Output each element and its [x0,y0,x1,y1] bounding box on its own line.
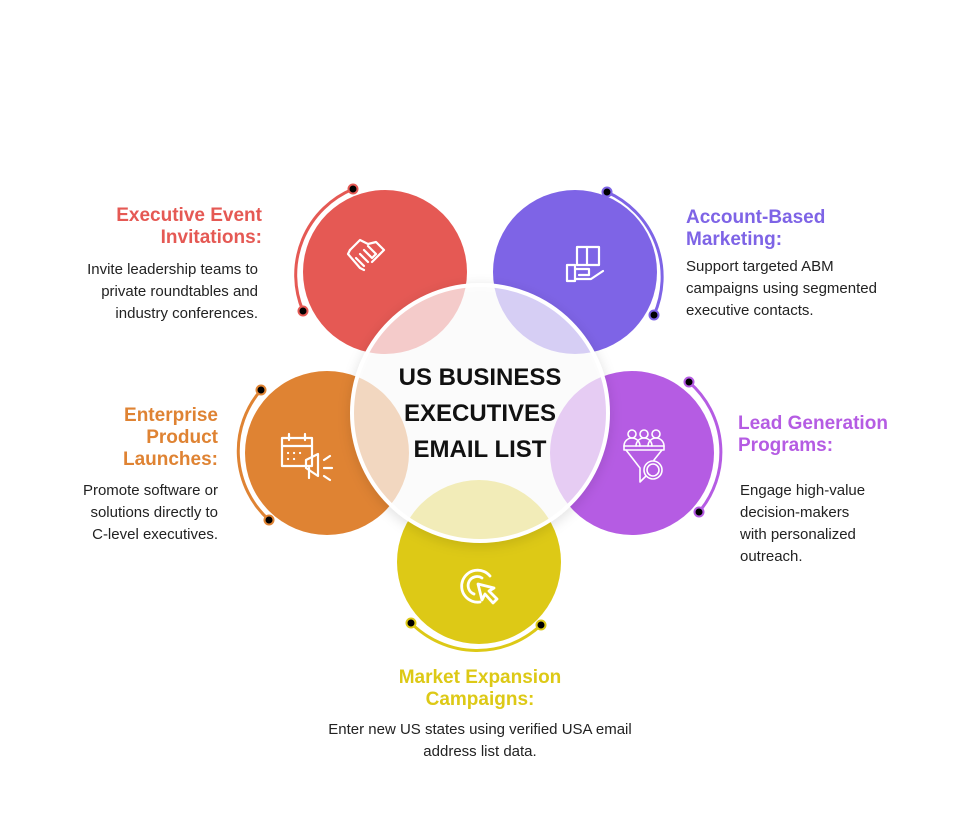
dot [648,309,660,321]
title-line: US BUSINESS [398,364,562,391]
text-line: private roundtables and [101,283,258,300]
dot [405,617,417,629]
lead-gen-text: Engage high-value decision-makers with p… [740,480,940,568]
hand-box-icon [565,245,605,283]
arc-red [294,187,354,312]
text-line: Support targeted ABM [686,258,834,275]
text-line: outreach. [740,548,803,565]
dot [297,305,309,317]
heading-line: Invitations: [160,227,262,248]
market-expansion-heading: Market Expansion Campaigns: [330,667,630,711]
text-line: industry conferences. [115,305,258,322]
executive-event-text: Invite leadership teams to private round… [40,259,258,325]
dot [693,506,705,518]
abm-text: Support targeted ABM campaigns using seg… [686,256,926,322]
text-line: C-level executives. [92,526,218,543]
dot [263,514,275,526]
text-line: Promote software or [82,482,218,499]
title-line: EXECUTIVES [403,400,557,427]
heading-line: Enterprise [124,405,218,426]
lead-gen-heading: Lead Generation Programs: [738,413,938,457]
market-expansion-text: Enter new US states using verified USA e… [290,719,670,763]
heading-line: Executive Event [116,205,262,226]
arc-violet [688,380,723,513]
funnel-people-icon [623,429,665,483]
heading-line: Marketing: [686,229,783,250]
text-line: with personalized [740,526,856,543]
text-line: campaigns using segmented [686,280,877,297]
text-line: solutions directly to [90,504,218,521]
text-line: decision-makers [740,504,850,521]
handshake-icon [346,238,386,272]
center-title: US BUSINESS EXECUTIVES EMAIL LIST [360,360,600,468]
heading-line: Programs: [738,435,834,456]
dot [347,183,359,195]
text-line: Engage high-value [740,482,866,499]
dot [255,384,267,396]
text-line: Invite leadership teams to [87,261,258,278]
heading-line: Market Expansion [398,667,562,688]
heading-line: Product [146,427,218,448]
arc-purple [606,190,664,316]
enterprise-launch-heading: Enterprise Product Launches: [60,405,218,471]
dot [601,186,613,198]
dot [535,619,547,631]
enterprise-launch-text: Promote software or solutions directly t… [30,480,218,546]
heading-line: Lead Generation [738,413,888,434]
title-line: EMAIL LIST [413,436,547,463]
executive-event-heading: Executive Event Invitations: [60,205,262,249]
text-line: Enter new US states using verified USA e… [328,721,632,738]
text-line: executive contacts. [686,302,814,319]
heading-line: Campaigns: [425,689,535,710]
abm-heading: Account-Based Marketing: [686,207,906,251]
arc-yellow [409,621,543,652]
text-line: address list data. [423,743,537,760]
calendar-megaphone-icon [280,432,334,482]
target-cursor-icon [460,568,499,605]
center-circle [350,283,610,543]
heading-line: Launches: [122,449,218,470]
arc-orange [236,389,271,522]
dot [683,376,695,388]
heading-line: Account-Based [686,207,826,228]
